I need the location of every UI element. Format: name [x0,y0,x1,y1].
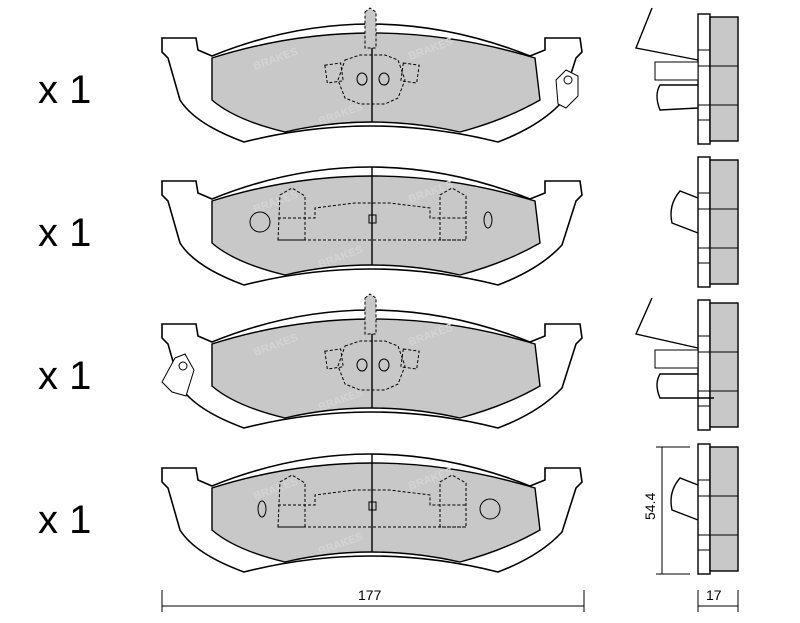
spring-clip [635,297,699,349]
quantity-label: x 1 [38,498,91,542]
clip-tab [654,61,699,81]
dimension-thickness: 17 [697,587,739,612]
pad-row-4: x 1 [38,443,739,575]
pad-row-2: x 1 [38,156,739,288]
svg-text:54.4: 54.4 [642,493,658,520]
wear-sensor [161,353,195,397]
pad-row-1: x 1 [38,7,739,145]
quantity-label: x 1 [38,354,91,398]
wear-sensor [555,69,579,109]
dimension-width: 177 [161,587,585,612]
quantity-label: x 1 [38,211,91,255]
spring-clip [670,190,699,234]
svg-text:17: 17 [706,587,722,603]
svg-text:177: 177 [358,587,382,603]
spring-clip [670,477,699,521]
dimension-height: 54.4 [642,446,690,575]
spring-clip [635,7,699,61]
pad-row-3: x 1 [38,293,739,431]
quantity-label: x 1 [38,68,91,112]
